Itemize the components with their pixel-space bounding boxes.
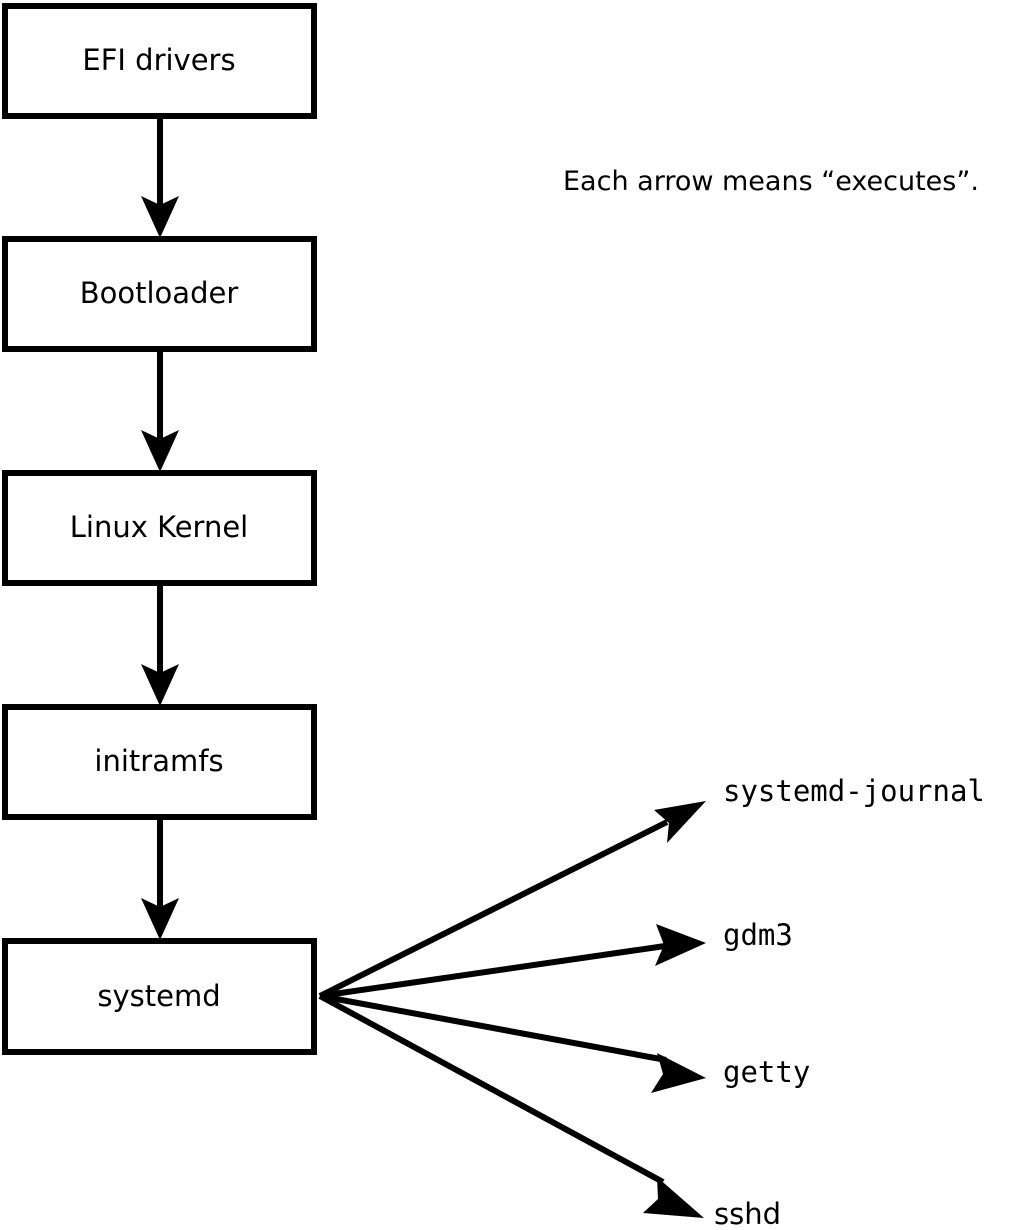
node-linux-kernel-label: Linux Kernel <box>70 510 248 544</box>
arrow-systemd-to-gdm3 <box>319 924 706 999</box>
node-efi-drivers[interactable]: EFI drivers <box>2 3 317 119</box>
arrow-linux-kernel-to-initramfs <box>141 586 179 706</box>
arrow-efi-drivers-to-bootloader <box>141 119 179 238</box>
diagram-caption: Each arrow means “executes”. <box>563 166 979 197</box>
node-efi-drivers-label: EFI drivers <box>82 43 235 77</box>
service-labels-group: systemd-journal gdm3 getty sshd <box>714 774 985 1230</box>
arrowhead-down-icon <box>141 898 179 940</box>
arrow-systemd-to-getty <box>319 993 706 1093</box>
node-initramfs-box <box>2 704 317 820</box>
node-initramfs-label: initramfs <box>94 744 223 778</box>
arrowhead-down-icon <box>141 196 179 238</box>
service-label-getty: getty <box>723 1055 810 1089</box>
arrow-systemd-to-systemd-journal <box>318 801 706 999</box>
node-initramfs[interactable]: initramfs <box>2 704 317 820</box>
arrow-systemd-to-sshd <box>318 993 704 1218</box>
service-arrows-group <box>318 801 706 1218</box>
node-systemd-box <box>2 938 317 1055</box>
node-systemd[interactable]: systemd <box>2 938 317 1055</box>
node-bootloader-box <box>2 236 317 352</box>
arrowhead-down-icon <box>141 664 179 706</box>
service-label-sshd: sshd <box>714 1197 781 1230</box>
arrow-initramfs-to-systemd <box>141 820 179 940</box>
chain-arrows-group <box>141 119 179 940</box>
arrowhead-right-icon <box>655 924 706 966</box>
arrowhead-down-icon <box>141 430 179 472</box>
arrow-bootloader-to-linux-kernel <box>141 352 179 472</box>
node-bootloader[interactable]: Bootloader <box>2 236 317 352</box>
arrowhead-right-icon <box>651 1053 706 1093</box>
service-label-systemd-journal: systemd-journal <box>723 774 985 808</box>
node-efi-drivers-box <box>2 3 317 119</box>
boot-chain-group: EFI drivers Bootloader Linux Kernel init… <box>2 3 317 1055</box>
node-linux-kernel-box <box>2 470 317 586</box>
arrowhead-downright-icon <box>643 1177 704 1218</box>
service-label-gdm3: gdm3 <box>723 918 793 952</box>
node-bootloader-label: Bootloader <box>80 276 239 310</box>
arrowhead-upright-icon <box>654 801 706 843</box>
node-linux-kernel[interactable]: Linux Kernel <box>2 470 317 586</box>
node-systemd-label: systemd <box>97 979 220 1013</box>
